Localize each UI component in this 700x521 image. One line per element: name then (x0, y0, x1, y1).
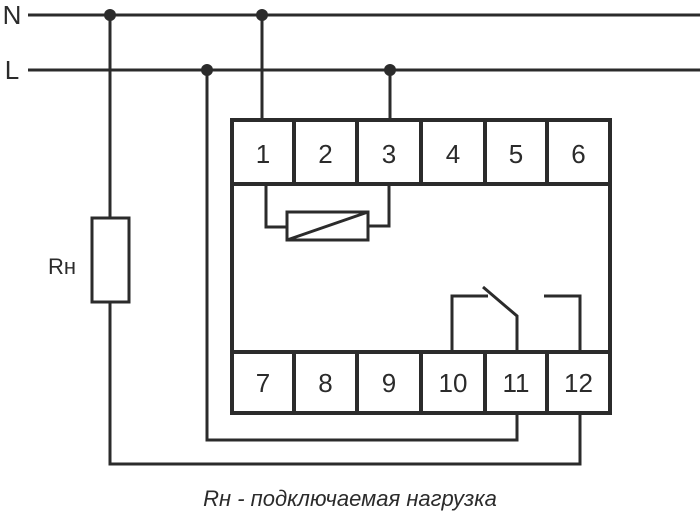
contact-blade (482, 285, 519, 352)
terminal-7: 7 (256, 368, 270, 398)
wire-l-to-11 (205, 70, 519, 442)
label-l: L (5, 55, 19, 85)
load-resistor (90, 216, 131, 304)
terminal-5: 5 (509, 139, 523, 169)
load-label: Rн (48, 254, 76, 279)
terminal-10: 10 (439, 368, 468, 398)
terminal-2: 2 (318, 139, 332, 169)
contact-no (544, 294, 582, 352)
terminal-6: 6 (571, 139, 585, 169)
terminal-4: 4 (446, 139, 460, 169)
label-n: N (3, 0, 22, 30)
relay-device (230, 118, 612, 415)
terminal-9: 9 (382, 368, 396, 398)
junction-dots (104, 9, 396, 76)
terminal-3: 3 (382, 139, 396, 169)
terminal-8: 8 (318, 368, 332, 398)
terminal-1: 1 (256, 139, 270, 169)
caption: Rн - подключаемая нагрузка (203, 486, 497, 511)
terminal-11: 11 (503, 368, 530, 398)
wire-load-to-12 (108, 302, 582, 466)
contact-nc (450, 294, 488, 352)
terminal-12: 12 (564, 368, 593, 398)
